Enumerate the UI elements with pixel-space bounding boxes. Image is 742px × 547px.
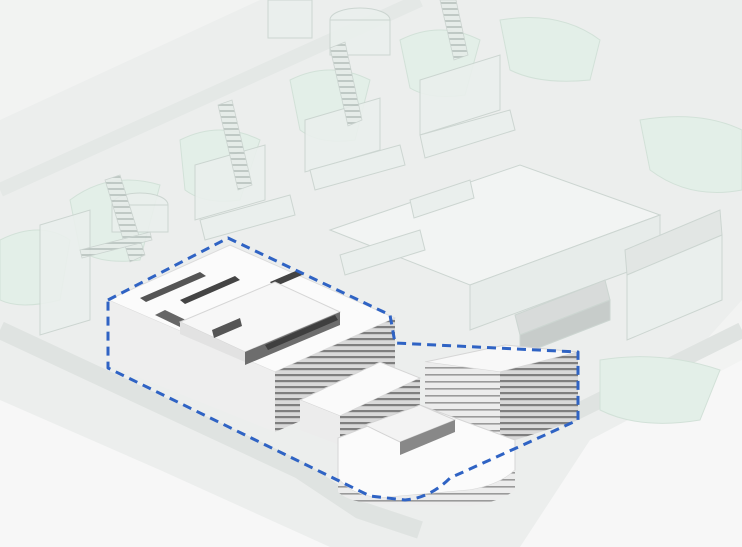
site-boundary-outline bbox=[106, 236, 580, 502]
highlighted-building-complex bbox=[106, 244, 579, 506]
context-ramps bbox=[79, 0, 469, 263]
